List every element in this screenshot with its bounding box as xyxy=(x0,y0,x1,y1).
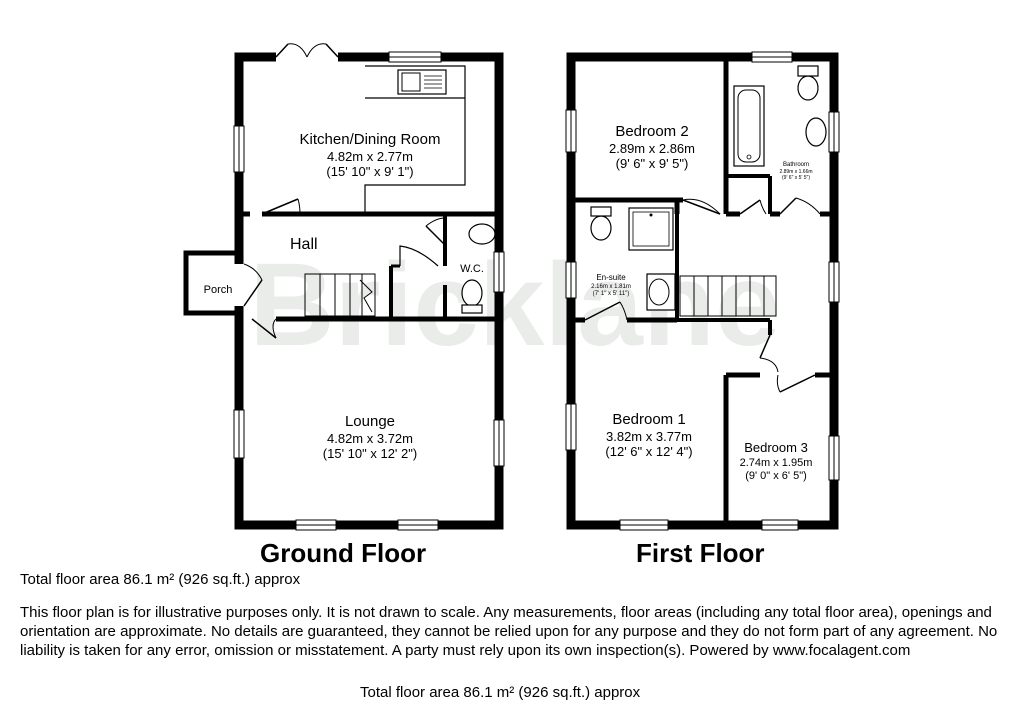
first-floor-title: First Floor xyxy=(636,538,765,568)
kitchen-imperial: (15' 10" x 9' 1") xyxy=(326,164,413,179)
ground-floor-plan xyxy=(183,43,505,531)
kitchen-name: Kitchen/Dining Room xyxy=(300,131,441,148)
total-floor-area-bottom: Total floor area 86.1 m² (926 sq.ft.) ap… xyxy=(360,684,641,701)
bedroom1-metric: 3.82m x 3.77m xyxy=(606,429,692,444)
wc-toilet-icon xyxy=(461,279,483,307)
hall-name: Hall xyxy=(290,236,318,253)
toilet-icon xyxy=(797,75,819,101)
first-floor-doors xyxy=(584,197,821,393)
bathroom-imperial: (9' 6" x 5' 5") xyxy=(782,175,810,181)
ensuite-name: En-suite xyxy=(596,273,626,282)
wc-name: W.C. xyxy=(460,263,484,275)
bedroom2-name: Bedroom 2 xyxy=(615,123,688,140)
lounge-metric: 4.82m x 3.72m xyxy=(327,431,413,446)
bedroom1-name: Bedroom 1 xyxy=(612,411,685,428)
wc-basin-icon xyxy=(468,223,496,245)
lounge-name: Lounge xyxy=(345,413,395,430)
total-floor-area-top: Total floor area 86.1 m² (926 sq.ft.) ap… xyxy=(20,571,301,588)
ground-floor-windows xyxy=(233,51,505,531)
ensuite-imperial: (7' 1" x 5' 11") xyxy=(593,291,629,297)
bedroom3-metric: 2.74m x 1.95m xyxy=(740,457,813,469)
porch-name: Porch xyxy=(204,284,233,296)
bathroom-basin-icon xyxy=(805,117,827,147)
first-floor-stairs xyxy=(679,275,777,317)
room-labels: Kitchen/Dining Room 4.82m x 2.77m (15' 1… xyxy=(204,123,813,482)
bedroom2-imperial: (9' 6" x 9' 5") xyxy=(616,156,689,171)
watermark: Bricklane xyxy=(249,239,780,371)
ensuite-basin-icon xyxy=(646,273,676,311)
kitchen-metric: 4.82m x 2.77m xyxy=(327,149,413,164)
bathroom-name: Bathroom xyxy=(783,162,809,168)
first-floor-plan xyxy=(565,51,840,531)
porch-opening xyxy=(234,264,244,306)
porch-wall xyxy=(183,250,242,316)
bathroom-metric: 2.89m x 1.66m xyxy=(779,169,812,175)
bedroom1-imperial: (12' 6" x 12' 4") xyxy=(605,444,692,459)
ground-floor-title: Ground Floor xyxy=(260,538,427,568)
first-floor-windows xyxy=(565,51,840,531)
bath-icon xyxy=(733,85,765,167)
doors xyxy=(243,198,446,339)
kitchen-worktop xyxy=(364,65,466,214)
disclaimer-text: This floor plan is for illustrative purp… xyxy=(20,604,998,659)
lounge-imperial: (15' 10" x 12' 2") xyxy=(323,446,417,461)
ground-floor-stairs xyxy=(304,273,376,317)
bedroom3-imperial: (9' 0" x 6' 5") xyxy=(745,470,807,482)
kitchen-sink-icon xyxy=(397,69,447,95)
ensuite-metric: 2.16m x 1.81m xyxy=(591,284,631,290)
bedroom2-metric: 2.89m x 2.86m xyxy=(609,141,695,156)
bedroom3-name: Bedroom 3 xyxy=(744,440,808,455)
ensuite-toilet-icon xyxy=(590,215,612,241)
